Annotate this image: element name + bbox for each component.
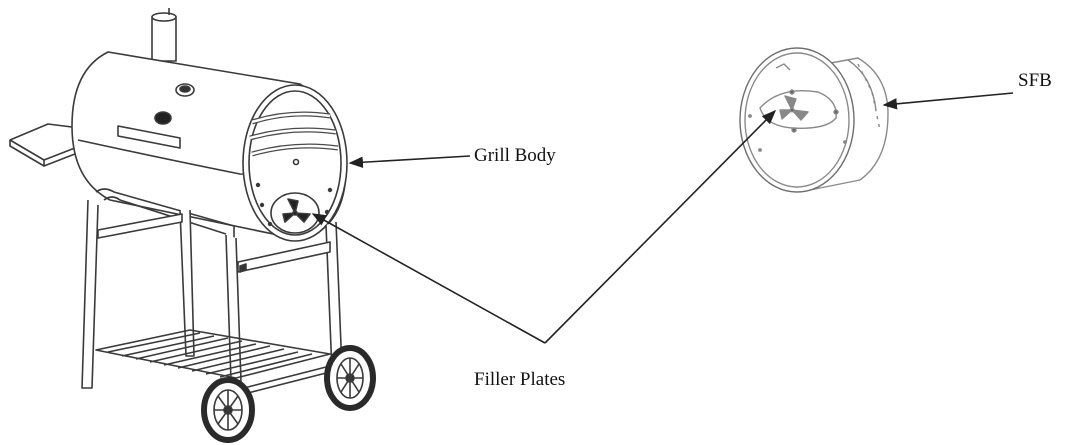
sfb-label: SFB — [1018, 70, 1052, 91]
filler-plates-arrow-grill — [311, 213, 546, 344]
wheel-front — [201, 377, 255, 443]
filler-plates-label: Filler Plates — [474, 369, 566, 390]
side-shelf — [9, 123, 81, 167]
grill-drum — [71, 51, 348, 242]
sfb-illustration — [739, 47, 889, 193]
grill-body-arrow — [348, 155, 471, 168]
sfb-arrow — [882, 92, 1014, 110]
filler-plates-arrow-sfb — [544, 109, 777, 344]
filler-plate-port — [270, 192, 320, 234]
lid-handle — [117, 111, 181, 149]
leader-lines — [311, 92, 1014, 344]
wheel-rear — [324, 345, 376, 411]
sfb-filler-opening — [759, 89, 839, 133]
grill-illustration — [9, 8, 376, 443]
chimney — [151, 8, 177, 62]
cart-frame — [81, 188, 343, 411]
grill-body-label: Grill Body — [474, 145, 556, 166]
thermometer — [175, 83, 195, 97]
